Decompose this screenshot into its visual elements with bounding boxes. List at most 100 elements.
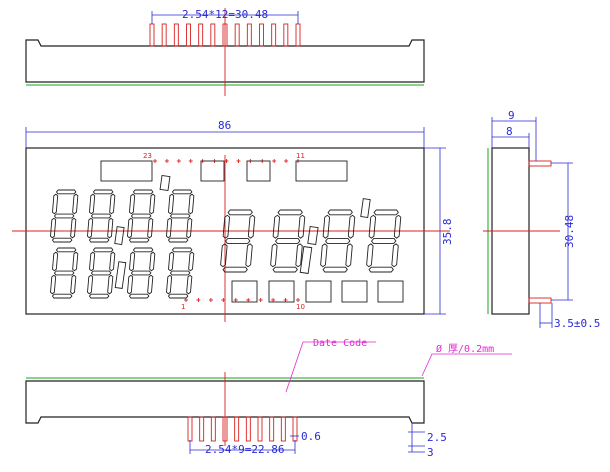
seven-segment-digit	[320, 209, 356, 273]
icon-box	[231, 280, 258, 303]
segment	[247, 214, 256, 239]
seven-segment-digit	[127, 247, 156, 299]
pin	[199, 416, 205, 442]
segment	[168, 193, 175, 215]
segment	[130, 213, 152, 219]
top-view-outline	[25, 39, 425, 83]
segment	[149, 193, 156, 215]
top-view: 2.54*12=30.48	[25, 8, 425, 96]
pin-length-label-b: 3	[427, 446, 434, 459]
segment	[129, 251, 136, 272]
segment-separator	[307, 226, 319, 245]
segment	[320, 243, 328, 268]
segment	[171, 189, 193, 195]
seven-segment-digit	[366, 209, 402, 273]
pin-label-23: 23	[143, 152, 152, 160]
segment	[87, 274, 94, 295]
segment	[89, 251, 96, 272]
segment	[277, 209, 303, 216]
segment	[132, 247, 154, 253]
segment	[227, 209, 253, 216]
segment	[295, 243, 303, 268]
pin-offset-label: 3.5±0.5	[554, 317, 600, 330]
segment	[87, 217, 94, 239]
segment	[167, 293, 189, 299]
bottom-view: 2.54*9=22.86 0.6 2.5 3 Date Code Ø 厚/0.2…	[25, 338, 512, 459]
pin	[257, 416, 263, 442]
segment	[166, 217, 173, 239]
segment	[129, 193, 136, 215]
segment	[147, 274, 154, 295]
segment	[275, 238, 301, 244]
pin	[187, 416, 193, 442]
segment	[70, 274, 77, 295]
segment	[272, 266, 298, 273]
seven-segment-digit	[127, 189, 156, 243]
pin	[210, 416, 216, 442]
segment	[149, 251, 156, 272]
segment	[90, 213, 112, 219]
thickness-note: Ø 厚/0.2mm	[436, 343, 494, 355]
segment	[327, 209, 353, 216]
segment	[166, 274, 173, 295]
segment	[347, 214, 356, 239]
segment	[169, 270, 191, 276]
height-label: 35.8	[441, 219, 454, 246]
icon-box	[200, 160, 225, 182]
segment	[128, 293, 150, 299]
segment	[345, 243, 353, 268]
segment-separator	[360, 198, 371, 218]
icon-box-small	[159, 175, 171, 191]
pin	[259, 23, 264, 47]
icon-box	[295, 160, 348, 182]
segment	[70, 217, 77, 239]
side-pitch-label: 30.48	[563, 215, 576, 248]
segment	[109, 193, 116, 215]
date-code-leader	[285, 341, 376, 393]
seven-segment-digit	[87, 189, 116, 243]
pin	[198, 23, 204, 47]
pin	[283, 23, 289, 47]
pin	[210, 23, 216, 47]
side-view: 9 8 30.48 3.5±0.5	[483, 109, 600, 330]
seven-segment-digit	[166, 189, 195, 243]
icon-box	[246, 160, 271, 182]
segment	[222, 214, 231, 239]
segment	[368, 266, 394, 273]
seven-segment-digit	[270, 209, 306, 273]
front-top-pin-marks	[153, 159, 300, 163]
bottom-view-outline	[25, 380, 425, 424]
segment	[188, 251, 195, 272]
segment-separator	[114, 261, 127, 289]
front-view: 86 35.8 23 11 1 10	[12, 119, 454, 322]
segment	[171, 247, 193, 253]
segment-separator	[114, 226, 125, 245]
segment	[53, 270, 75, 276]
side-body-label: 8	[506, 125, 513, 138]
side-pin-lower	[528, 297, 552, 304]
width-label: 86	[218, 119, 231, 132]
seven-segment-digits	[50, 189, 402, 299]
segment	[270, 243, 278, 268]
segment-separator	[299, 246, 313, 274]
side-total-label: 9	[508, 109, 515, 122]
segment	[88, 293, 110, 299]
segment	[53, 213, 75, 219]
segment	[72, 251, 79, 272]
pin-label-1: 1	[181, 303, 185, 311]
segment	[52, 251, 59, 272]
bottom-pitch-label: 2.54*9=22.86	[205, 443, 284, 456]
icon-box	[341, 280, 368, 303]
segment	[322, 214, 331, 239]
segment	[373, 209, 399, 216]
segment	[127, 274, 134, 295]
segment	[245, 243, 253, 268]
pin	[186, 23, 191, 47]
pin	[271, 23, 277, 47]
segment	[371, 238, 397, 244]
seven-segment-digit	[166, 247, 195, 299]
pin	[295, 23, 301, 47]
segment	[109, 251, 116, 272]
segment	[169, 213, 191, 219]
top-pitch-label: 2.54*12=30.48	[182, 8, 268, 21]
